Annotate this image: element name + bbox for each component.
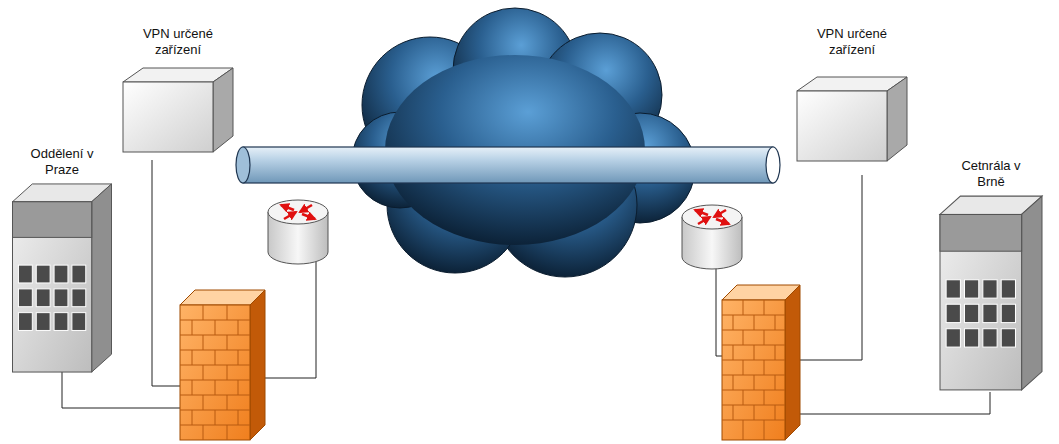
office-building: Cetnrála v Brně <box>928 146 1054 394</box>
router-symbol <box>682 205 742 269</box>
wire <box>798 175 862 360</box>
vpn-device-shape <box>118 58 238 162</box>
vpn-device: VPN určené zařízení <box>118 12 238 162</box>
office-building: Oddělení v Praze <box>4 138 120 376</box>
wire <box>62 372 190 408</box>
node-label: VPN určené zařízení <box>128 12 228 58</box>
node-label: VPN určené zařízení <box>802 12 902 58</box>
node-label: Oddělení v Praze <box>22 138 102 178</box>
wire <box>790 392 990 414</box>
router-symbol <box>268 200 328 264</box>
office-building-shape <box>928 190 1054 394</box>
office-building-shape <box>4 178 120 376</box>
firewall-symbol <box>180 290 265 440</box>
vpn-tunnel <box>236 147 780 183</box>
firewall-symbol <box>722 285 800 440</box>
vpn-device-shape <box>792 58 912 180</box>
vpn-device: VPN určené zařízení <box>792 12 912 180</box>
node-label: Cetnrála v Brně <box>951 146 1031 190</box>
internet-cloud <box>352 8 695 277</box>
wire <box>262 262 316 378</box>
